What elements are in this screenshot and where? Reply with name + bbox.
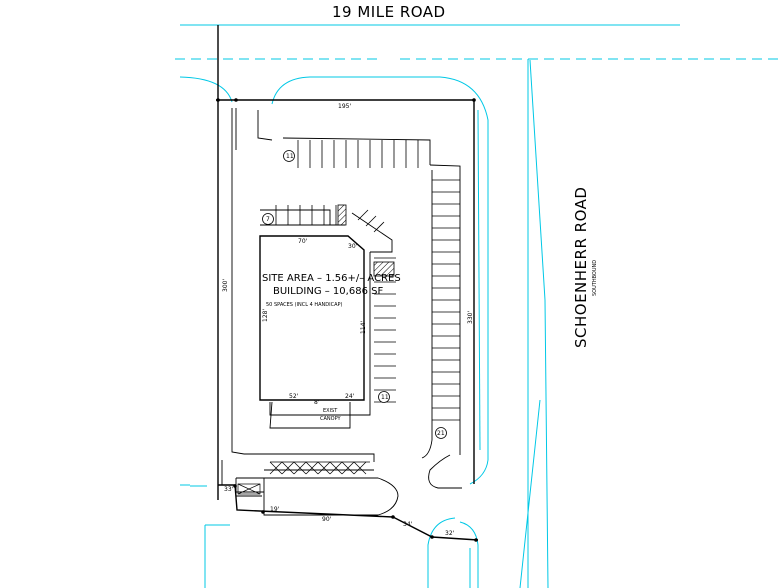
- bottom-offset-dim: 8': [314, 399, 320, 406]
- handicap-stall-north: [337, 204, 347, 226]
- notch-dim: 30': [348, 243, 358, 250]
- stall-count-center: 11: [381, 394, 389, 401]
- stall-count-west: 7: [266, 216, 270, 223]
- north-stalls: [297, 140, 419, 168]
- top-frontage-dim: 195': [338, 103, 352, 110]
- building-outline: [259, 235, 365, 401]
- curbs: [221, 108, 462, 516]
- building-size-label: BUILDING – 10,686 SF: [273, 286, 384, 297]
- dumpster: [237, 461, 370, 495]
- east-road-label: SCHOENHERR ROAD: [572, 186, 590, 348]
- west-frontage-dim: 300': [222, 278, 229, 292]
- handicap-stall-center: [373, 261, 395, 277]
- canopy-label-line1: EXIST: [323, 408, 338, 414]
- road-lines: [175, 24, 778, 588]
- north-road-label: 19 MILE ROAD: [332, 3, 446, 21]
- building-bottom-dim: 52': [289, 393, 299, 400]
- property-lines: [216, 25, 479, 541]
- center-east-stalls: [374, 257, 396, 403]
- parking-spaces-label: 50 SPACES (INCL 4 HANDICAP): [266, 302, 343, 308]
- stall-count-circles: [262, 150, 447, 439]
- center-north-stalls: [275, 205, 385, 233]
- east-frontage-dim: 330': [467, 310, 474, 324]
- building-depth-dim: 128': [262, 308, 269, 322]
- stall-count-east: 21: [437, 430, 445, 437]
- east-road-direction: SOUTHBOUND: [592, 259, 598, 296]
- building-east-dim: 114': [360, 320, 367, 334]
- site-area-label: SITE AREA – 1.56+/– ACRES: [262, 273, 401, 284]
- stall-count-north: 11: [286, 153, 294, 160]
- se-corner-dim: 32': [445, 530, 455, 537]
- sw-corner-dim: 33': [224, 486, 234, 493]
- east-stalls: [432, 179, 460, 421]
- bottom-right-dim: 24': [345, 393, 355, 400]
- canopy-label-line2: CANOPY: [320, 416, 341, 422]
- south-frontage-dim: 90': [322, 516, 332, 523]
- se-taper-dim: 34': [403, 521, 413, 528]
- survey-points: [216, 98, 478, 542]
- sw-offset-dim: 19': [270, 506, 280, 513]
- building-width-dim: 70': [298, 238, 308, 245]
